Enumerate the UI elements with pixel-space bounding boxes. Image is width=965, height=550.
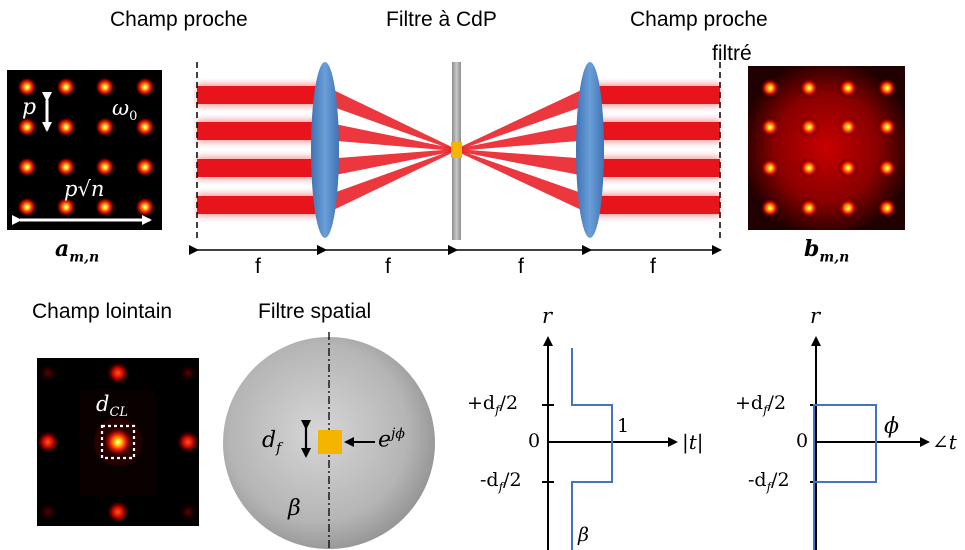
- lens-right: [576, 62, 604, 238]
- amplitude-value-label: 1: [617, 415, 630, 437]
- near-field-image: [7, 70, 162, 230]
- filtered-spot: [877, 198, 897, 218]
- collimated-beam-left: [197, 86, 325, 104]
- near-field-spot: [95, 117, 115, 137]
- far-field-title: Champ lointain: [32, 300, 173, 323]
- collimated-beam-right: [590, 86, 720, 104]
- near-field-spot: [95, 197, 115, 217]
- amplitude-curve: [571, 348, 613, 550]
- diverging-beam: [456, 122, 590, 151]
- waist-label: ω0: [112, 96, 138, 125]
- central-lobe-label: dCL: [96, 392, 129, 421]
- filtered-spot: [799, 78, 819, 98]
- near-field-spot: [17, 117, 37, 137]
- focal-label-4: f: [650, 255, 656, 278]
- filtered-spot: [760, 78, 780, 98]
- collimated-beam-right: [590, 196, 720, 214]
- near-field-title: Champ proche: [110, 8, 248, 31]
- near-field-spot: [56, 157, 76, 177]
- amplitude-x-label: |t|: [682, 430, 704, 454]
- amplitude-tick-bottom: -df/2: [480, 469, 522, 494]
- near-field-spot: [135, 117, 155, 137]
- near-field-caption: am,n: [55, 236, 100, 266]
- filtered-spot: [838, 198, 858, 218]
- near-field-spot: [56, 117, 76, 137]
- collimated-beam-right: [590, 122, 720, 140]
- filtered-spot: [799, 158, 819, 178]
- filtered-spot: [877, 117, 897, 137]
- filtered-near-field-image: [748, 66, 905, 230]
- phase-x-label: ∠t: [932, 430, 957, 454]
- focal-label-1: f: [255, 255, 261, 278]
- filtered-spot: [838, 158, 858, 178]
- filtered-caption: bm,n: [804, 236, 850, 266]
- filtered-spot: [799, 117, 819, 137]
- near-field-spot: [135, 157, 155, 177]
- spatial-filter-title: Filtre spatial: [258, 300, 372, 323]
- amplitude-tick-top: +df/2: [467, 392, 519, 417]
- phase-value-label: ϕ: [884, 414, 899, 439]
- converging-beam: [325, 149, 456, 214]
- filter-title: Filtre à CdP: [386, 8, 497, 31]
- amplitude-tick-zero: 0: [528, 430, 541, 452]
- filtered-spot: [760, 158, 780, 178]
- phase-y-label: r: [810, 304, 821, 328]
- near-field-spot: [135, 77, 155, 97]
- phase-tick-bottom: -df/2: [748, 469, 790, 494]
- near-field-spot: [17, 197, 37, 217]
- collimated-beam-left: [197, 196, 325, 214]
- near-field-spot: [17, 77, 37, 97]
- spatial-filter-disk: [223, 332, 435, 550]
- far-field-image: [36, 358, 200, 526]
- near-field-spot: [95, 157, 115, 177]
- filtered-spot: [877, 78, 897, 98]
- phase-curve: [813, 404, 877, 550]
- span-label: p√n: [64, 177, 105, 201]
- phase-plot: [810, 336, 930, 550]
- amplitude-plot: [542, 336, 678, 550]
- filtered-spot: [799, 198, 819, 218]
- collimated-beam-left: [197, 122, 325, 140]
- near-field-spot: [95, 77, 115, 97]
- near-field-spot: [56, 197, 76, 217]
- near-field-spot: [56, 77, 76, 97]
- diverging-beam: [456, 149, 590, 214]
- filtered-spot: [760, 117, 780, 137]
- lens-left: [311, 62, 339, 238]
- filtered-spot: [838, 117, 858, 137]
- filtered-spot: [760, 198, 780, 218]
- filter-size-label: df: [262, 428, 282, 457]
- filtered-near-field-title-1: Champ proche: [630, 8, 768, 31]
- amplitude-low-label: β: [578, 524, 589, 546]
- phase-plate-pinhole: [451, 142, 462, 158]
- filtered-spot: [877, 158, 897, 178]
- filter-pinhole: [318, 430, 342, 454]
- phase-tick-top: +df/2: [735, 392, 787, 417]
- near-field-spot: [17, 157, 37, 177]
- converging-beam: [325, 86, 456, 151]
- beam-group: [197, 83, 720, 217]
- filtered-near-field-title-2: filtré: [712, 42, 752, 65]
- pitch-label: p: [22, 95, 37, 120]
- phase-tick-zero: 0: [796, 430, 809, 452]
- diverging-beam: [456, 149, 590, 177]
- filtered-spot: [838, 78, 858, 98]
- amplitude-y-label: r: [542, 304, 553, 328]
- filter-phase-label: ejϕ: [378, 426, 405, 453]
- diverging-beam: [456, 86, 590, 151]
- focal-label-3: f: [518, 255, 524, 278]
- converging-beam: [325, 149, 456, 177]
- central-lobe-box: [100, 424, 136, 460]
- collimated-beam-left: [197, 159, 325, 177]
- collimated-beam-right: [590, 159, 720, 177]
- filter-background-label: β: [288, 496, 301, 521]
- focal-label-2: f: [385, 255, 391, 278]
- converging-beam: [325, 122, 456, 151]
- near-field-spot: [135, 197, 155, 217]
